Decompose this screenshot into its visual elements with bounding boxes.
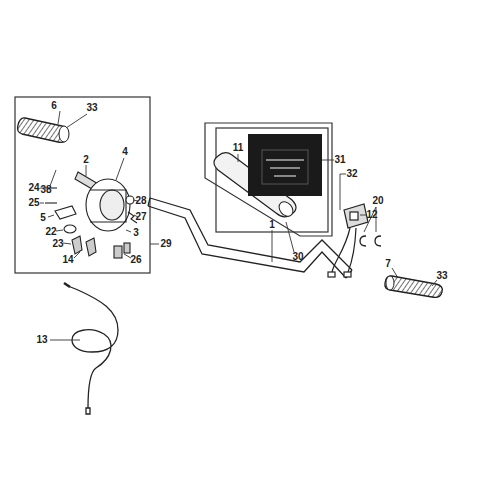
- handlebar: [148, 198, 352, 278]
- callout-number: 5: [40, 213, 46, 223]
- callout-number: 22: [45, 227, 56, 237]
- callout-number: 7: [385, 259, 391, 269]
- callout-number: 26: [130, 255, 141, 265]
- leader-lines: [40, 111, 437, 340]
- callout-number: 4: [122, 147, 128, 157]
- right-grip: [385, 276, 443, 298]
- callout-number: 28: [135, 196, 146, 206]
- callout-number: 24: [28, 183, 39, 193]
- wire-clip: [360, 236, 381, 246]
- callout-number: 20: [372, 196, 383, 206]
- callout-number: 13: [36, 335, 47, 345]
- callout-number: 29: [160, 239, 171, 249]
- callout-number: 6: [51, 101, 57, 111]
- left-grip: [18, 118, 70, 143]
- callout-number: 33: [436, 271, 447, 281]
- callout-number: 30: [292, 252, 303, 262]
- callout-number: 32: [346, 169, 357, 179]
- callout-number: 11: [233, 143, 244, 153]
- callout-number: 2: [83, 155, 89, 165]
- group-frame: [15, 97, 150, 273]
- throttle-cable: [64, 283, 118, 414]
- callout-number: 23: [52, 239, 63, 249]
- throttle-assembly: [45, 172, 137, 258]
- sticker: [248, 134, 322, 196]
- callout-number: 25: [28, 198, 39, 208]
- callout-number: 31: [334, 155, 345, 165]
- callout-number: 1: [269, 220, 275, 230]
- callout-number: 33: [86, 103, 97, 113]
- switch-unit: [328, 204, 368, 277]
- callout-number: 3: [133, 228, 139, 238]
- callout-number: 27: [135, 212, 146, 222]
- callout-number: 12: [366, 210, 377, 220]
- group-frame: [205, 123, 332, 236]
- callout-number: 38: [40, 185, 51, 195]
- callout-number: 14: [62, 255, 73, 265]
